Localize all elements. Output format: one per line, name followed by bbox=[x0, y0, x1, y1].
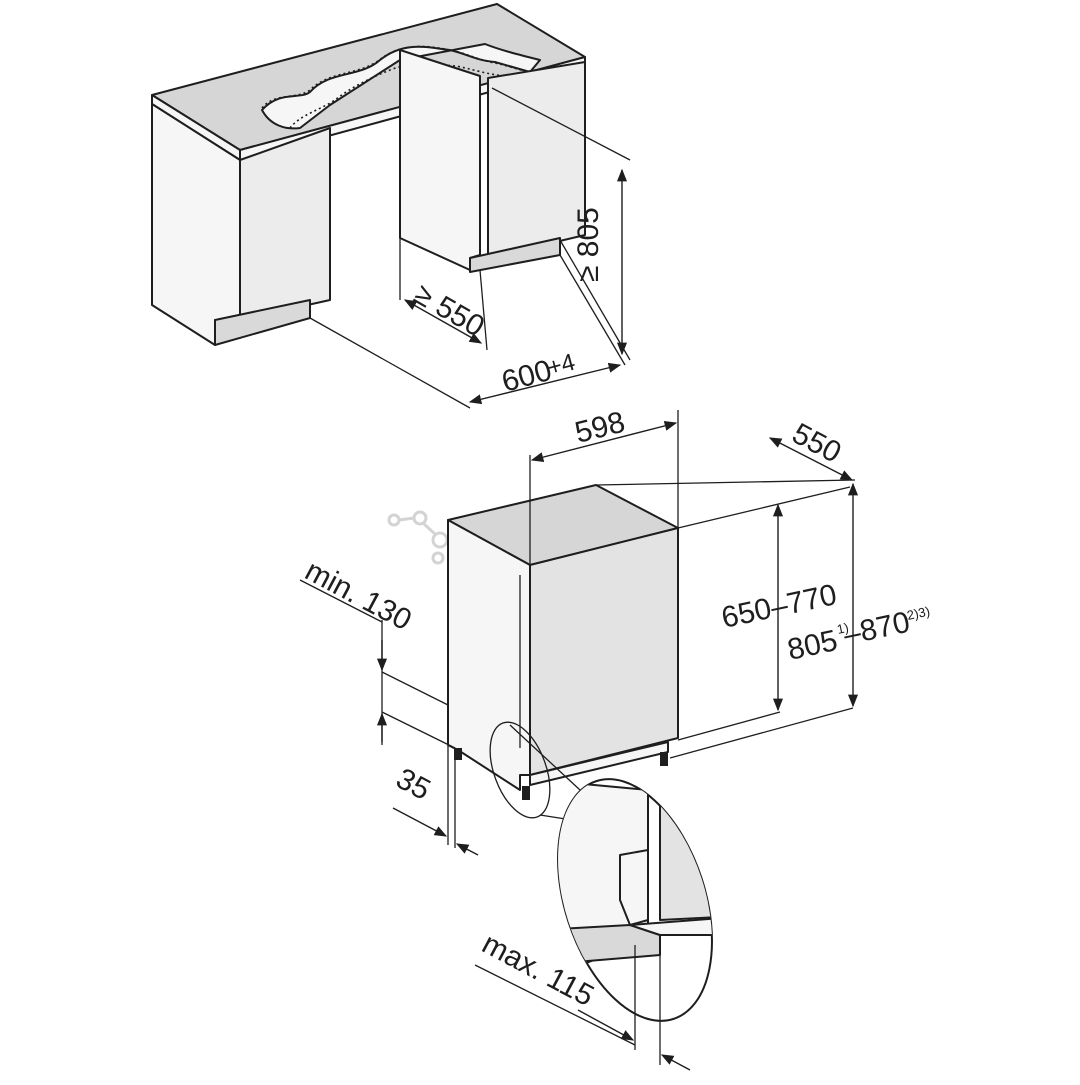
total-height-a-label: 805 bbox=[785, 624, 841, 667]
foot-offset-label: 35 bbox=[391, 762, 436, 807]
appliance-door bbox=[529, 527, 679, 776]
foot-left bbox=[454, 748, 462, 760]
right-cabinet-left-side bbox=[399, 49, 481, 271]
cutout-dotted-edge-2 bbox=[289, 63, 511, 129]
niche-height-label: ≥ 805 bbox=[572, 207, 605, 282]
niche-depth-label: ≥ 550 bbox=[409, 277, 490, 343]
countertop-cutout bbox=[261, 43, 541, 130]
cutout-dotted-edge bbox=[261, 45, 536, 109]
foot-right bbox=[660, 752, 668, 766]
detail-marker bbox=[489, 721, 551, 819]
appliance-drawing bbox=[447, 484, 679, 819]
left-cabinet-front bbox=[239, 127, 331, 321]
right-cabinet-front bbox=[487, 61, 586, 259]
total-height-b-label: –870 bbox=[841, 606, 913, 652]
depth-550-label: 550 bbox=[787, 417, 847, 470]
depth-dimension-line bbox=[403, 299, 483, 344]
foot-front bbox=[522, 786, 530, 800]
plinth-min-label: min. 130 bbox=[300, 554, 417, 637]
width-598-label: 598 bbox=[572, 406, 629, 450]
niche-drawing bbox=[151, 3, 586, 346]
total-height-a-note: 1) bbox=[836, 620, 850, 637]
total-height-b-note: 2)3) bbox=[906, 603, 932, 622]
width-dimension-line bbox=[468, 362, 622, 405]
